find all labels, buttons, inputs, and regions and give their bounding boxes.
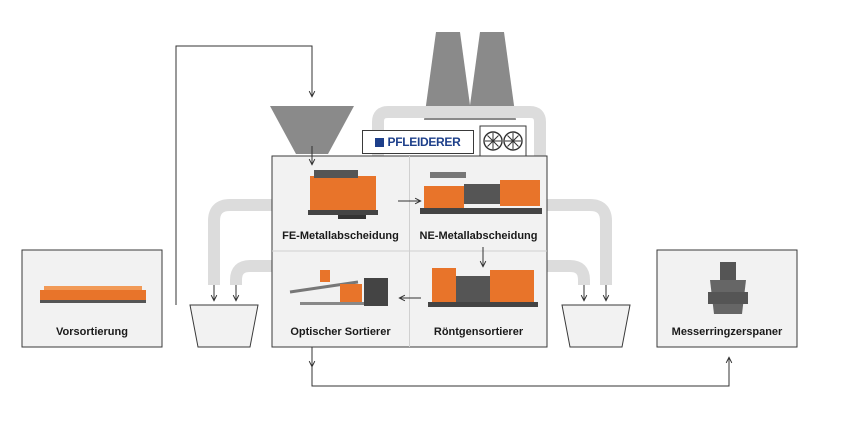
right-pipe-outer <box>547 199 612 285</box>
ne-machine <box>420 172 542 214</box>
input-hopper <box>270 106 354 154</box>
optisch-machine <box>289 270 388 306</box>
right-bin <box>561 304 631 348</box>
chimney-right <box>468 32 516 120</box>
left-bin <box>189 304 259 348</box>
label-optischer-sortierer: Optischer Sortierer <box>290 326 391 338</box>
brand-name: PFLEIDERER <box>387 135 461 149</box>
left-pipe-inner <box>230 260 272 285</box>
right-pipe-inner <box>547 260 590 285</box>
flow-line-to-messerring <box>311 358 729 387</box>
messerring-machine <box>708 262 748 314</box>
fan-icon <box>503 131 523 151</box>
label-ne-metallabscheidung: NE-Metallabscheidung <box>419 230 538 242</box>
roentgen-machine <box>428 268 538 307</box>
left-pipe-outer <box>208 199 272 285</box>
chimney-left <box>424 32 472 120</box>
label-messerringzerspaner: Messerringzerspaner <box>671 326 783 338</box>
fan-icon <box>483 131 503 151</box>
flow-line-vorsort-to-hopper <box>175 45 312 305</box>
brand-logo-icon <box>375 137 385 147</box>
fe-machine <box>308 170 378 219</box>
vorsortierung-machine <box>40 286 146 303</box>
brand-plate: PFLEIDERER <box>362 130 474 154</box>
label-vorsortierung: Vorsortierung <box>56 326 128 338</box>
label-roentgensortierer: Röntgensortierer <box>433 326 524 338</box>
label-fe-metallabscheidung: FE-Metallabscheidung <box>282 230 399 242</box>
top-duct <box>372 106 546 156</box>
